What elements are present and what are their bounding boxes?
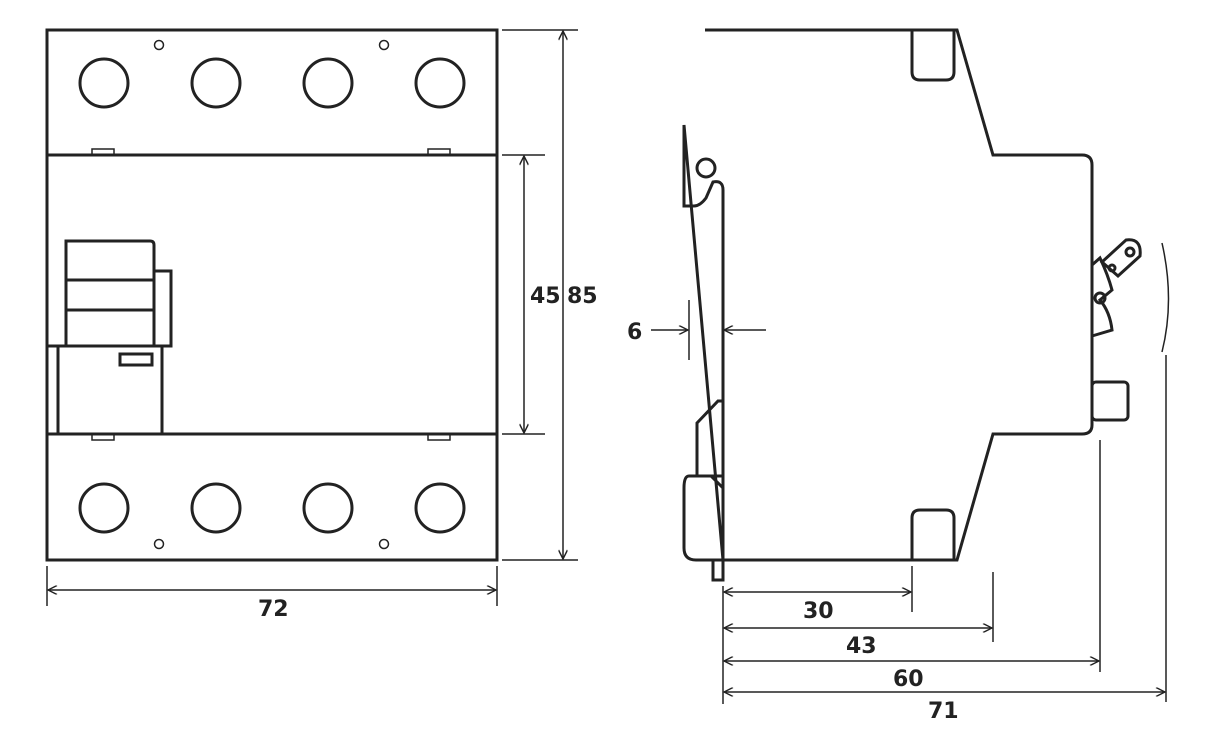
clip-bottom-left bbox=[91, 433, 115, 441]
front-body-outline bbox=[45, 28, 499, 562]
screw-hole-top-right bbox=[378, 39, 390, 51]
terminal-top-3 bbox=[302, 57, 354, 109]
terminal-top-1 bbox=[78, 57, 130, 109]
dim-label-6: 6 bbox=[627, 320, 642, 345]
dim-height-45: 45 bbox=[502, 154, 561, 435]
terminal-bottom-2 bbox=[190, 482, 242, 534]
side-hole bbox=[695, 157, 717, 179]
dim-label-30: 30 bbox=[803, 599, 834, 624]
clip-top-right bbox=[427, 148, 451, 156]
side-notch-bottom bbox=[910, 508, 956, 560]
screw-hole-bottom-left bbox=[153, 538, 165, 550]
dim-width-72: 72 bbox=[46, 566, 498, 622]
dim-label-45: 45 bbox=[530, 284, 561, 309]
dim-label-85: 85 bbox=[567, 284, 598, 309]
dim-rail-6: 6 bbox=[627, 300, 766, 360]
screw-hole-bottom-right bbox=[378, 538, 390, 550]
status-window bbox=[118, 352, 154, 367]
clip-bottom-right bbox=[427, 433, 451, 441]
terminal-top-2 bbox=[190, 57, 242, 109]
dim-label-60: 60 bbox=[893, 667, 924, 692]
dim-label-72: 72 bbox=[258, 597, 289, 622]
dim-height-85: 85 bbox=[502, 29, 598, 561]
side-body-outline bbox=[682, 28, 1094, 562]
terminal-bottom-3 bbox=[302, 482, 354, 534]
dim-label-43: 43 bbox=[846, 634, 877, 659]
side-view: 6 30 43 60 71 bbox=[627, 28, 1170, 724]
test-button bbox=[1090, 380, 1130, 422]
toggle-lever bbox=[47, 239, 173, 434]
rail-latch bbox=[695, 399, 725, 478]
terminal-bottom-1 bbox=[78, 482, 130, 534]
dim-depths: 30 43 60 71 bbox=[722, 355, 1167, 724]
dim-label-71: 71 bbox=[928, 699, 959, 724]
terminal-bottom-4 bbox=[414, 482, 466, 534]
terminal-top-4 bbox=[414, 57, 466, 109]
side-lever bbox=[1091, 238, 1170, 353]
screw-hole-top-left bbox=[153, 39, 165, 51]
clip-top-left bbox=[91, 148, 115, 156]
front-view: 85 45 72 bbox=[45, 28, 598, 622]
side-notch-top bbox=[910, 30, 956, 82]
rail-latch-tab bbox=[711, 560, 725, 582]
